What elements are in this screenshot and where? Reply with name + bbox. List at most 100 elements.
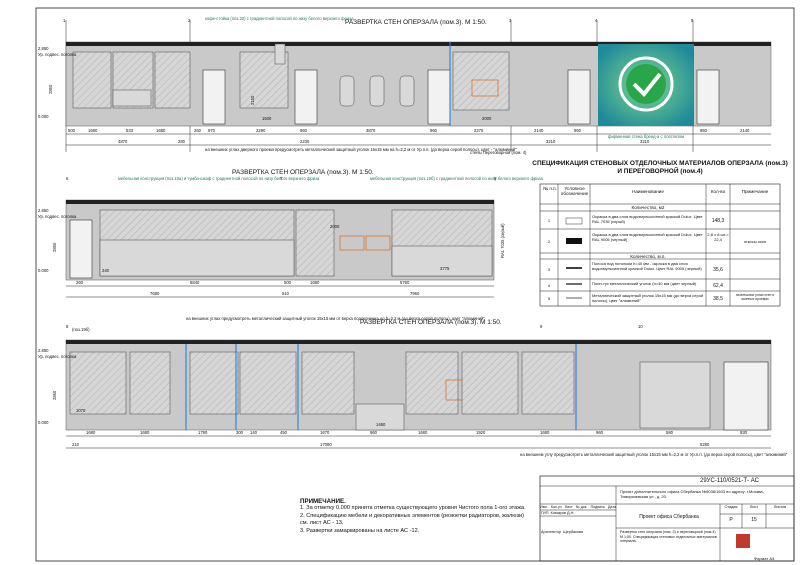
svg-text:450: 450 [280,430,288,435]
svg-text:2150: 2150 [250,95,255,105]
dims-top-sum: 4870 280 2230 3210 3210 [118,139,650,144]
svg-text:300: 300 [236,430,244,435]
svg-text:5280: 5280 [700,442,710,447]
svg-text:1460: 1460 [376,422,386,427]
svg-text:2275: 2275 [474,128,484,133]
door-1 [202,69,226,125]
svg-text:0.000: 0.000 [38,114,49,119]
note-partition: стены Переговорной (пом. 4) [470,150,527,155]
svg-text:3210: 3210 [546,139,556,144]
svg-text:6840: 6840 [190,280,200,285]
svg-text:4870: 4870 [118,139,128,144]
stamp-stage-values: Р 15 [729,517,757,523]
svg-text:950: 950 [700,128,708,133]
axis-1: 1 [63,18,66,23]
svg-text:2140: 2140 [740,128,750,133]
svg-text:7960: 7960 [410,291,420,296]
svg-text:2850: 2850 [52,390,57,400]
svg-text:3210: 3210 [640,139,650,144]
spec-row-2: 2 Окраска в два слоя водоэмульсионной кр… [547,232,767,244]
elevation-3: РАЗВЕРТКА СТЕН ОПЕРЗАЛА (пом.3). М 1:50.… [38,316,788,457]
svg-text:1680: 1680 [156,128,166,133]
svg-text:17080: 17080 [320,442,332,447]
svg-text:RAL 7035 (серый): RAL 7035 (серый) [500,223,505,258]
svg-text:960: 960 [370,430,378,435]
spec-group2: Количество, м.п. [630,254,666,259]
svg-text:1790: 1790 [198,430,208,435]
svg-text:2850: 2850 [52,242,57,252]
svg-text:8: 8 [66,324,69,329]
svg-text:1500: 1500 [262,116,272,121]
svg-text:2.850: 2.850 [38,208,49,213]
dims-bottom-row: 1680 1680 1790 300 140 450 1670 960 1680… [86,430,748,435]
note-corner-bottom2: на внешнем углу предусмотреть металличес… [520,452,788,457]
svg-text:8: 8 [494,176,497,181]
note-brand: фирменная стена бренд-а с логотипом [608,134,684,139]
stamp-architect: Архитектор Щербакова [541,530,584,534]
note-furniture2: мебельная конструкция (поз.19б) с градие… [370,176,543,181]
axis-2: 2 [188,18,191,23]
notes-title: ПРИМЕЧАНИЕ. [300,498,346,505]
door-3 [427,69,451,125]
spec-row-1: 1 Окраска в два слоя водоэмульсионной кр… [547,214,725,224]
elevation-2-title: РАЗВЕРТКА СТЕН ОПЕРЗАЛА (пом.3). М 1:50. [232,169,374,176]
stamp-project: Проект дополнительного офиса Сбербанка №… [620,489,764,499]
svg-text:10: 10 [638,324,643,329]
svg-text:500: 500 [284,280,292,285]
svg-text:970: 970 [208,128,216,133]
stamp-code: 29УС-110/0521-Т- АС [700,478,759,484]
svg-text:580: 580 [666,430,674,435]
spec-row-3: 3 Полоса под потолком h=40 мм - окраска … [547,261,723,273]
spec-row-5: 5 Металлический защитный уголок 15х15 мм… [547,293,775,303]
svg-text:1680: 1680 [86,430,96,435]
svg-text:2140: 2140 [534,128,544,133]
svg-text:1680: 1680 [540,430,550,435]
svg-text:510: 510 [282,291,290,296]
stamp-sheet-desc: Развертки стен оперзала (пом. 3) и перег… [620,530,717,544]
note-1: 1. За отметку 0.000 принята отметка суще… [300,505,526,512]
svg-text:3775: 3775 [440,266,450,271]
stamp-stage-head: Стадия Лист Листов [724,505,787,509]
svg-text:1680: 1680 [88,128,98,133]
svg-text:2000: 2000 [482,116,492,121]
svg-text:140: 140 [250,430,258,435]
svg-text:0.000: 0.000 [38,420,49,425]
svg-text:Ур. подвес. потолка: Ур. подвес. потолка [38,214,77,219]
svg-text:1680: 1680 [140,430,150,435]
svg-text:2850: 2850 [48,84,53,94]
svg-text:3870: 3870 [366,128,376,133]
svg-text:260: 260 [194,128,202,133]
spec-group1: Количество, м2 [631,205,665,210]
svg-text:2.850: 2.850 [38,46,49,51]
door-4 [567,69,591,125]
stamp-object: Проект офиса Сбербанка [639,514,699,520]
svg-text:2230: 2230 [300,139,310,144]
svg-text:2290: 2290 [256,128,266,133]
svg-text:Ур. подвес. потолка: Ур. подвес. потолка [38,52,77,57]
sheet-frame [35,7,795,562]
stamp-grid [539,475,795,562]
spec-grid [539,183,781,307]
note-3: 3. Развертки замаркированы на листе АС -… [300,527,420,534]
svg-text:260: 260 [76,280,84,285]
svg-text:5760: 5760 [400,280,410,285]
svg-text:950: 950 [574,128,582,133]
axis-3: 3 [509,18,512,23]
note-furniture1: мебельная конструкция (поз.19а) и тумба-… [118,176,320,181]
notes-block: ПРИМЕЧАНИЕ. 1. За отметку 0.000 принята … [300,498,530,535]
svg-text:7680: 7680 [150,291,160,296]
svg-text:533: 533 [126,128,134,133]
note-corners-top: на внешних углах дверного проема предусм… [205,147,517,152]
svg-text:2000: 2000 [330,224,340,229]
svg-text:500: 500 [68,128,76,133]
spec-title: СПЕЦИФИКАЦИЯ СТЕНОВЫХ ОТДЕЛОЧНЫХ МАТЕРИА… [532,160,788,175]
axis-5: 5 [691,18,694,23]
stamp-format: Формат А3 [754,556,775,561]
svg-text:280: 280 [178,139,186,144]
svg-text:7: 7 [280,176,283,181]
svg-text:1680: 1680 [418,430,428,435]
cash-cabinet [639,361,711,429]
dims-top-row: 500 1680 533 1680 260 970 2290 960 3870 … [68,128,750,133]
